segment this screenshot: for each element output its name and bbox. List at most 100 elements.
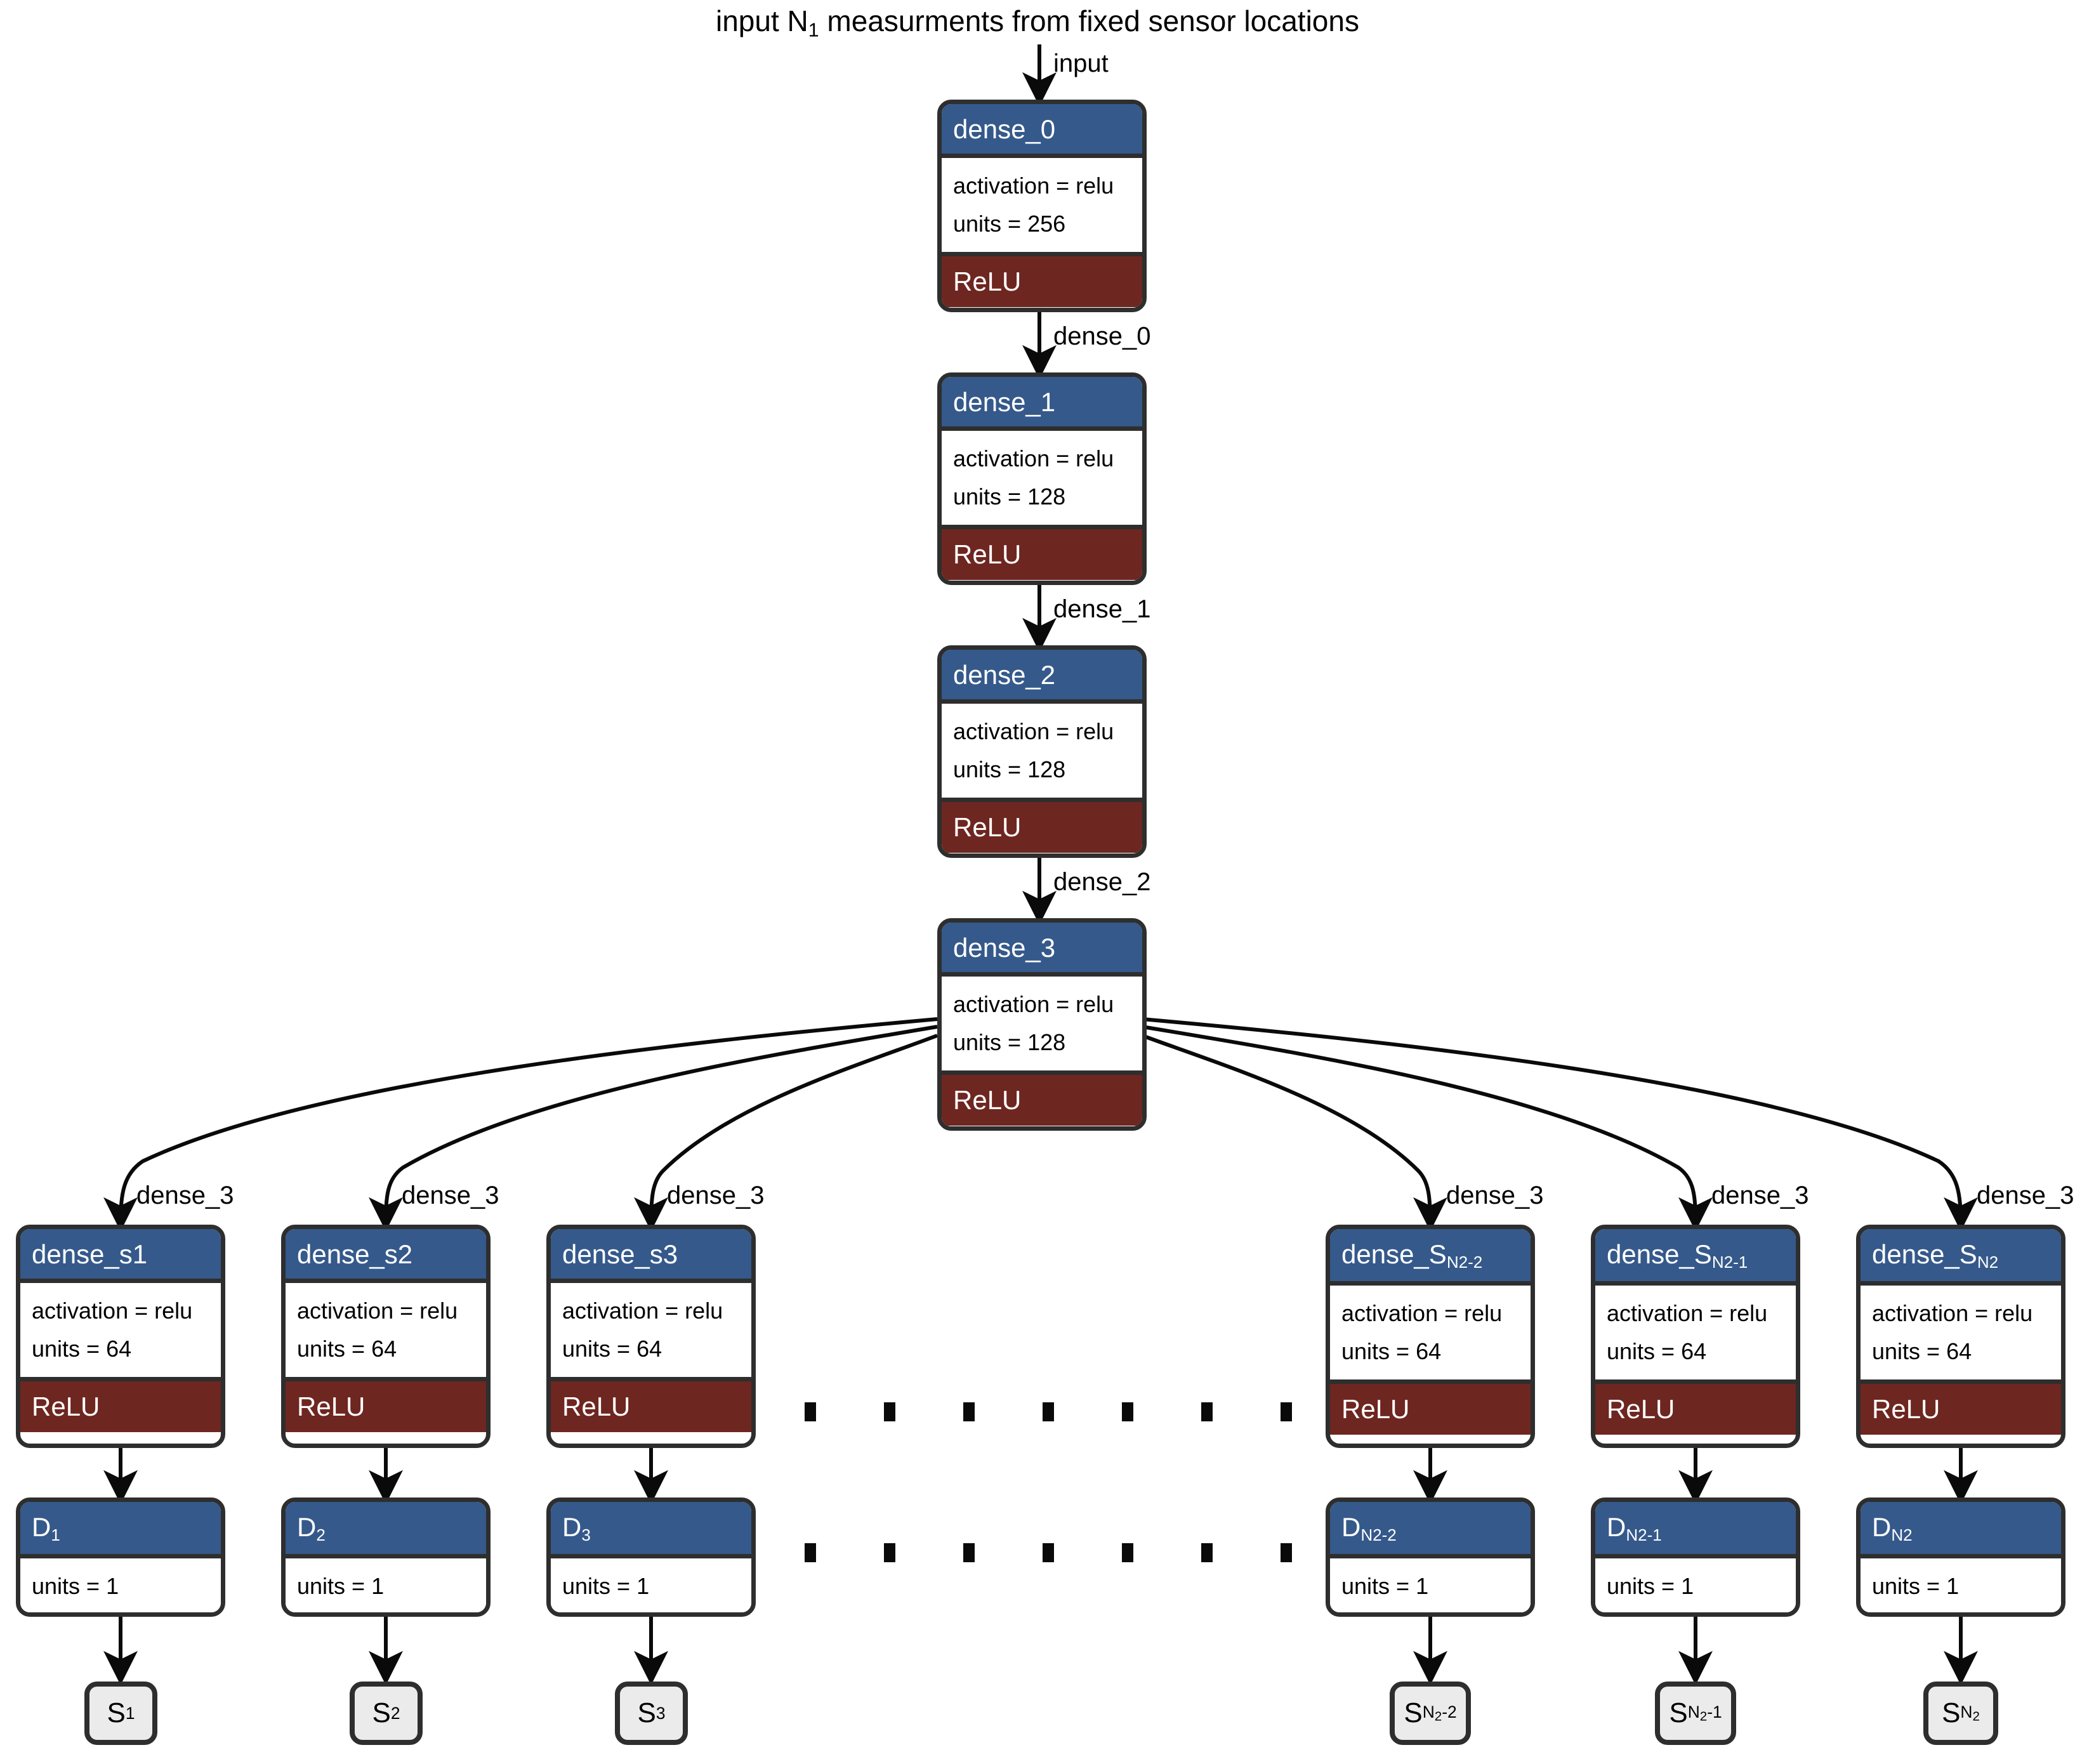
layer-title: DN2 <box>1861 1502 2061 1558</box>
param-activation: activation = relu <box>953 991 1114 1017</box>
title-subscript: 1 <box>808 20 819 41</box>
param-units: units = 1 <box>32 1572 119 1599</box>
title-suffix: measurments from fixed sensor locations <box>819 4 1359 37</box>
layer-block-dense_1[interactable]: dense_1 activation = relu units = 128 Re… <box>937 372 1147 585</box>
layer-title: D3 <box>551 1502 751 1558</box>
layer-block-dense_s3[interactable]: dense_s3 activation = relu units = 64 Re… <box>546 1225 756 1448</box>
param-units: units = 64 <box>297 1336 397 1362</box>
layer-params: units = 1 <box>551 1558 751 1612</box>
edge-label-dense_1: dense_1 <box>1053 595 1151 623</box>
layer-title: dense_SN2 <box>1861 1229 2061 1286</box>
layer-params: activation = relu units = 64 <box>1595 1285 1796 1379</box>
fanout-to-branch-1 <box>103 1017 938 1232</box>
layer-block-d2[interactable]: D2 units = 1 <box>281 1497 491 1617</box>
param-units: units = 256 <box>953 211 1066 237</box>
layer-block-d3[interactable]: D3 units = 1 <box>546 1497 756 1617</box>
param-units: units = 64 <box>1872 1338 1972 1364</box>
param-activation: activation = relu <box>1341 1300 1503 1326</box>
layer-title: dense_s2 <box>286 1229 486 1283</box>
ellipsis-dot <box>963 1543 975 1562</box>
param-activation: activation = relu <box>1607 1300 1768 1326</box>
edge-label-input: input <box>1053 49 1109 77</box>
layer-block-dense_s1[interactable]: dense_s1 activation = relu units = 64 Re… <box>16 1225 225 1448</box>
layer-block-dense_s_n2[interactable]: dense_SN2 activation = relu units = 64 R… <box>1856 1225 2065 1448</box>
ellipsis-dot <box>1281 1402 1292 1421</box>
edge-label-dense_0: dense_0 <box>1053 322 1151 350</box>
param-activation: activation = relu <box>953 718 1114 744</box>
param-units: units = 128 <box>953 484 1066 510</box>
layer-title: DN2-2 <box>1330 1502 1531 1558</box>
layer-activation-footer: ReLU <box>1595 1379 1796 1435</box>
layer-title: dense_0 <box>942 104 1142 158</box>
fanout-to-branch-4 <box>1141 1034 1447 1232</box>
layer-params: activation = relu units = 256 <box>942 158 1142 252</box>
layer-params: activation = relu units = 128 <box>942 977 1142 1070</box>
ellipsis-dot <box>1043 1402 1054 1421</box>
layer-activation-footer: ReLU <box>286 1377 486 1432</box>
layer-title: dense_SN2-2 <box>1330 1229 1531 1286</box>
layer-title: dense_SN2-1 <box>1595 1229 1796 1286</box>
layer-block-d1[interactable]: D1 units = 1 <box>16 1497 225 1617</box>
layer-block-dense_s_n2_minus_1[interactable]: dense_SN2-1 activation = relu units = 64… <box>1591 1225 1800 1448</box>
layer-activation-footer: ReLU <box>1861 1379 2061 1435</box>
layer-params: units = 1 <box>1330 1558 1531 1612</box>
edge-label-branch-6: dense_3 <box>1977 1181 2074 1209</box>
layer-params: units = 1 <box>1595 1558 1796 1612</box>
layer-params: units = 1 <box>20 1558 221 1612</box>
param-activation: activation = relu <box>953 445 1114 471</box>
layer-block-dense_3[interactable]: dense_3 activation = relu units = 128 Re… <box>937 918 1147 1131</box>
edge-label-branch-4: dense_3 <box>1446 1181 1544 1209</box>
edge-label-branch-5: dense_3 <box>1711 1181 1809 1209</box>
edge-label-dense_2: dense_2 <box>1053 868 1151 896</box>
layer-block-dense_s_n2_minus_2[interactable]: dense_SN2-2 activation = relu units = 64… <box>1326 1225 1535 1448</box>
param-units: units = 1 <box>1872 1572 1960 1599</box>
edge-label-branch-1: dense_3 <box>136 1181 234 1209</box>
layer-title: dense_3 <box>942 923 1142 977</box>
param-units: units = 64 <box>1607 1338 1707 1364</box>
layer-params: activation = relu units = 128 <box>942 704 1142 798</box>
edge-label-branch-3: dense_3 <box>667 1181 765 1209</box>
fanout-to-branch-5 <box>1142 1025 1713 1232</box>
layer-activation-footer: ReLU <box>1330 1379 1531 1435</box>
param-units: units = 64 <box>562 1336 662 1362</box>
layer-params: activation = relu units = 64 <box>551 1283 751 1377</box>
layer-block-dense_0[interactable]: dense_0 activation = relu units = 256 Re… <box>937 100 1147 312</box>
edge-label-branch-2: dense_3 <box>402 1181 499 1209</box>
param-units: units = 1 <box>1607 1572 1694 1599</box>
layer-params: activation = relu units = 64 <box>1861 1285 2061 1379</box>
ellipsis-dot <box>884 1543 895 1562</box>
param-units: units = 1 <box>297 1572 385 1599</box>
param-activation: activation = relu <box>32 1298 193 1324</box>
layer-title: D1 <box>20 1502 221 1558</box>
param-units: units = 128 <box>953 1029 1066 1055</box>
layer-params: activation = relu units = 128 <box>942 431 1142 525</box>
ellipsis-dot <box>1281 1543 1292 1562</box>
layer-block-dense_2[interactable]: dense_2 activation = relu units = 128 Re… <box>937 645 1147 858</box>
param-activation: activation = relu <box>953 173 1114 199</box>
layer-activation-footer: ReLU <box>942 1070 1142 1126</box>
layer-params: units = 1 <box>286 1558 486 1612</box>
layer-block-d_n2[interactable]: DN2 units = 1 <box>1856 1497 2065 1617</box>
page-title: input N1 measurments from fixed sensor l… <box>0 5 2075 41</box>
ellipsis-dot <box>1122 1543 1133 1562</box>
layer-title: dense_s1 <box>20 1229 221 1283</box>
layer-block-d_n2_minus_1[interactable]: DN2-1 units = 1 <box>1591 1497 1800 1617</box>
ellipsis-dot <box>805 1402 816 1421</box>
ellipsis-dot <box>884 1402 895 1421</box>
layer-params: activation = relu units = 64 <box>20 1283 221 1377</box>
layer-params: units = 1 <box>1861 1558 2061 1612</box>
param-units: units = 128 <box>953 756 1066 782</box>
layer-params: activation = relu units = 64 <box>286 1283 486 1377</box>
ellipsis-dot <box>1201 1402 1213 1421</box>
ellipsis-dot <box>805 1543 816 1562</box>
layer-block-d_n2_minus_2[interactable]: DN2-2 units = 1 <box>1326 1497 1535 1617</box>
fanout-to-branch-6 <box>1142 1017 1978 1232</box>
layer-block-dense_s2[interactable]: dense_s2 activation = relu units = 64 Re… <box>281 1225 491 1448</box>
layer-title: D2 <box>286 1502 486 1558</box>
